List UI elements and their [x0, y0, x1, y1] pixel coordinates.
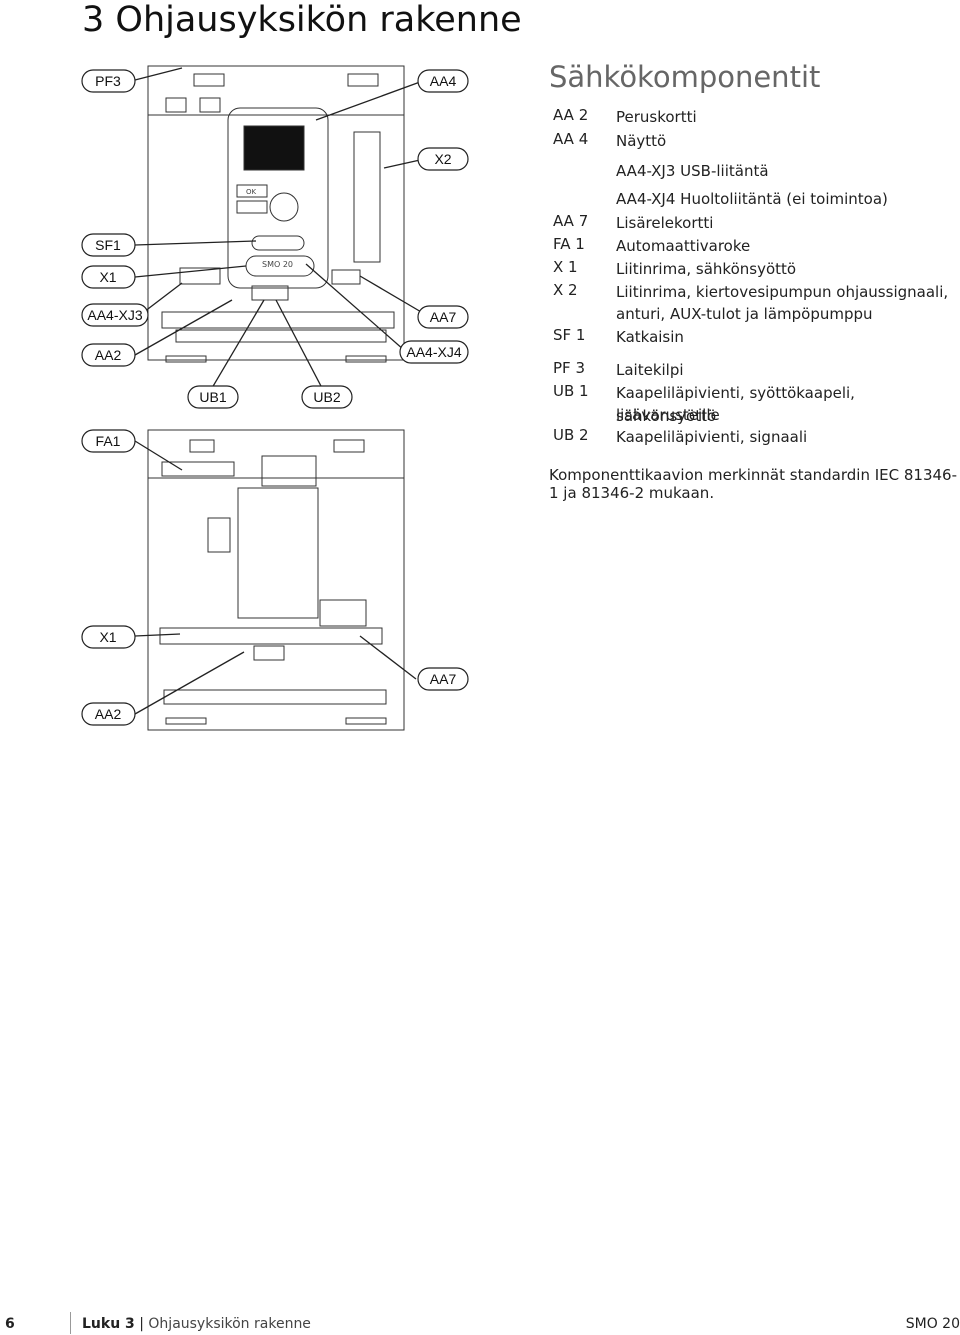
label-fa1: FA1 — [96, 433, 121, 449]
callout-aa4 — [417, 69, 469, 93]
label-pf3: PF3 — [95, 73, 121, 89]
back-button — [236, 200, 268, 214]
main-board — [237, 487, 319, 619]
component-diagram: SMO 20 OK PF3 AA4 — [81, 65, 469, 731]
legend-code: PF 3 — [553, 359, 585, 377]
callout-fa1 — [81, 429, 136, 453]
device-model-text: SMO 20 — [262, 260, 293, 269]
callout-x1 — [81, 265, 136, 289]
callout-x2 — [417, 147, 469, 171]
legend-desc: AA4-XJ4 Huoltoliitäntä (ei toimintoa) — [616, 190, 888, 208]
control-knob — [269, 192, 299, 222]
callout-aa7-lower — [417, 667, 469, 691]
chapter-title: 3 Ohjausyksikön rakenne — [82, 0, 522, 40]
legend-desc: Automaattivaroke — [616, 237, 751, 255]
display-screen — [243, 125, 305, 171]
display-unit — [227, 107, 329, 289]
label-aa2-lower: AA2 — [95, 706, 122, 722]
callout-sf1 — [81, 233, 136, 257]
legend-code: FA 1 — [553, 235, 585, 253]
legend-code: AA 7 — [553, 212, 589, 230]
callout-x1-lower — [81, 625, 136, 649]
footer-chapter: Luku 3 | Ohjausyksikön rakenne — [82, 1316, 311, 1332]
legend-code: X 1 — [553, 258, 578, 276]
footer-divider — [70, 1312, 71, 1334]
footer-chapter-label: Luku 3 — [82, 1316, 135, 1332]
label-aa4: AA4 — [430, 73, 457, 89]
standard-note: Komponenttikaavion merkinnät standardin … — [549, 466, 958, 502]
legend-desc: Näyttö — [616, 132, 667, 150]
ok-text: OK — [246, 188, 257, 196]
label-aa4-xj4: AA4-XJ4 — [406, 344, 461, 360]
footer-separator: | — [139, 1316, 144, 1332]
upper-cabinet — [147, 65, 405, 361]
callout-ub2 — [301, 385, 353, 409]
ok-button — [236, 184, 268, 198]
legend-desc: Peruskortti — [616, 108, 697, 126]
label-aa4-xj3: AA4-XJ3 — [87, 307, 142, 323]
callout-aa4-xj4 — [399, 340, 469, 364]
legend-desc: Katkaisin — [616, 328, 684, 346]
legend-code: X 2 — [553, 281, 578, 299]
legend-desc: Liitinrima, kiertovesipumpun ohjaussigna… — [616, 283, 949, 301]
label-aa7-lower: AA7 — [430, 671, 457, 687]
callout-aa4-xj3 — [81, 303, 149, 327]
legend-desc: Lisärelekortti — [616, 214, 714, 232]
label-sf1: SF1 — [95, 237, 121, 253]
label-aa2: AA2 — [95, 347, 122, 363]
legend-desc: lisävarusteille — [616, 406, 720, 424]
footer-product: SMO 20 — [905, 1316, 960, 1332]
legend-desc: anturi, AUX-tulot ja lämpöpumppu — [616, 305, 873, 323]
legend-code: AA 4 — [553, 130, 589, 148]
lower-cabinet — [147, 429, 405, 731]
label-x1: X1 — [99, 269, 116, 285]
callout-aa7 — [417, 305, 469, 329]
label-x2: X2 — [434, 151, 451, 167]
callout-pf3 — [81, 69, 136, 93]
footer-chapter-title: Ohjausyksikön rakenne — [148, 1316, 311, 1332]
callout-aa2 — [81, 343, 136, 367]
legend-code: AA 2 — [553, 106, 589, 124]
legend-code: UB 1 — [553, 382, 589, 400]
legend-code: SF 1 — [553, 326, 586, 344]
label-ub2: UB2 — [313, 389, 340, 405]
label-ub1: UB1 — [199, 389, 226, 405]
section-title: Sähkökomponentit — [549, 60, 821, 94]
terminal-x2 — [353, 131, 381, 263]
legend-desc: Kaapeliläpivienti, signaali — [616, 428, 808, 446]
page-number: 6 — [5, 1316, 15, 1332]
legend-desc: Liitinrima, sähkönsyöttö — [616, 260, 797, 278]
legend-desc: Kaapeliläpivienti, syöttökaapeli, sähkön… — [616, 384, 855, 425]
legend-desc: Laitekilpi — [616, 361, 684, 379]
legend-desc: AA4-XJ3 USB-liitäntä — [616, 162, 769, 180]
callout-aa2-lower — [81, 702, 136, 726]
callout-ub1 — [187, 385, 239, 409]
label-aa7: AA7 — [430, 309, 457, 325]
legend-code: UB 2 — [553, 426, 589, 444]
label-x1-lower: X1 — [99, 629, 116, 645]
